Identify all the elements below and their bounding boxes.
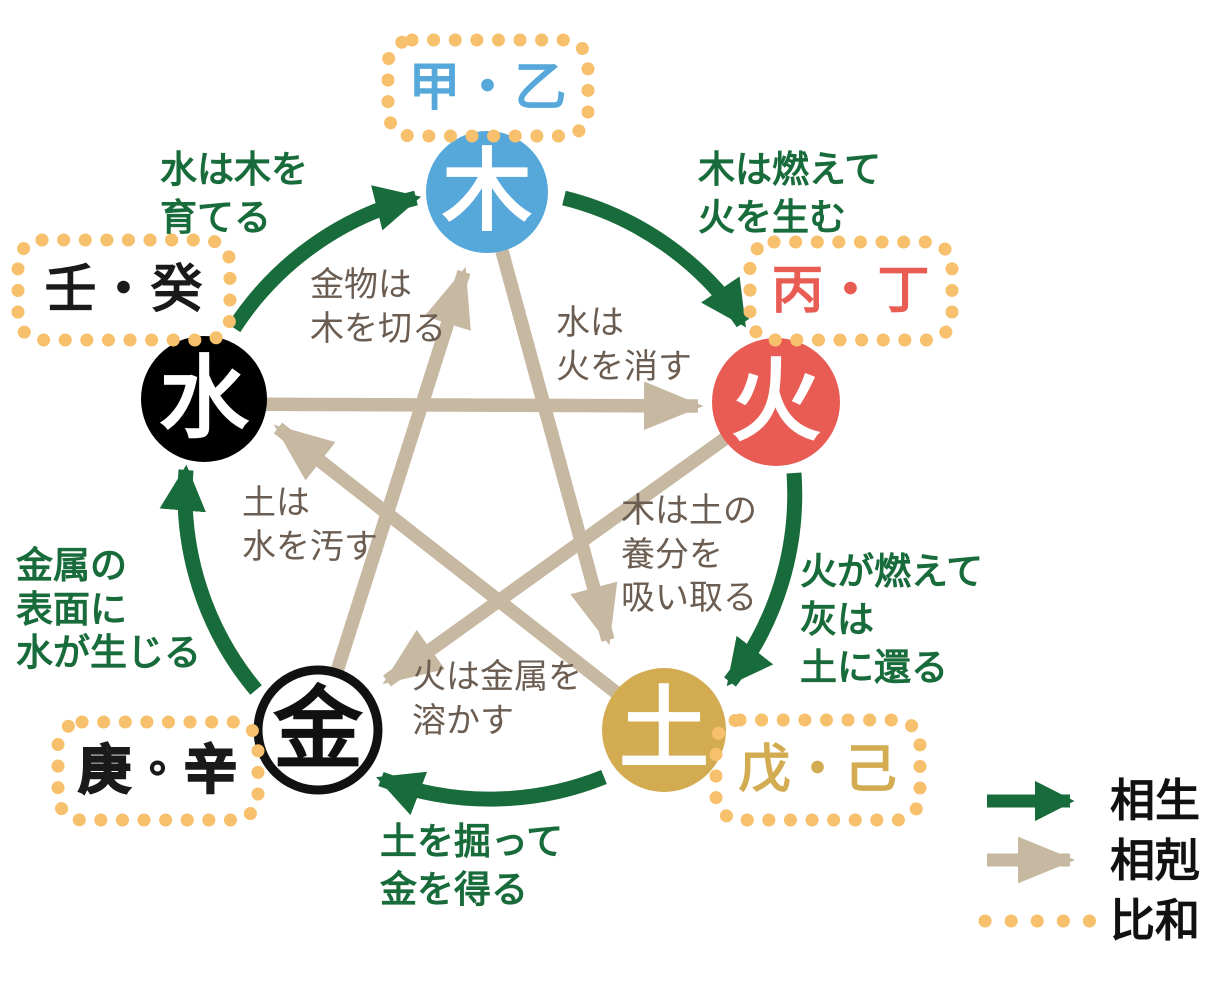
wood-circle bbox=[426, 131, 548, 253]
stem-box-metal bbox=[51, 715, 265, 827]
label-line: 金属の bbox=[16, 544, 127, 587]
sousei-label-water-to-wood: 水は木を 育てる bbox=[160, 146, 308, 242]
soukoku-label-fire-to-metal: 火は金属を 溶かす bbox=[412, 656, 582, 743]
stem-box-fire bbox=[743, 235, 959, 347]
label-line: 溶かす bbox=[412, 700, 514, 741]
legend-arrows bbox=[978, 780, 1099, 928]
sousei-label-wood-to-fire: 木は燃えて 火を生む bbox=[698, 146, 881, 242]
water-node-label: 水 bbox=[159, 346, 249, 451]
label-line: 吸い取る bbox=[621, 578, 757, 619]
label-line: 木は燃えて bbox=[698, 148, 882, 191]
soukoku-arrow-wood-to-earth bbox=[480, 194, 618, 646]
label-line: 土を掘って bbox=[380, 820, 564, 863]
fire-circle bbox=[712, 338, 840, 466]
wood-node-label: 木 bbox=[442, 139, 532, 244]
label-line: 育てる bbox=[160, 196, 271, 240]
legend-soukoku-label: 相剋 bbox=[1110, 834, 1201, 887]
soukoku-arrows bbox=[203, 194, 780, 736]
sousei-label-earth-to-metal: 土を掘って 金を得る bbox=[380, 818, 563, 914]
legend-hiwa-label: 比和 bbox=[1110, 894, 1201, 947]
label-line: 灰は bbox=[800, 598, 874, 642]
stem-label-fire: 丙・丁 bbox=[771, 261, 931, 321]
label-line: 表面に bbox=[16, 587, 127, 631]
soukoku-arrow-fire-to-metal bbox=[382, 396, 780, 687]
sousei-arrow-wood-to-fire bbox=[562, 190, 750, 328]
sousei-arrow-earth-to-metal bbox=[376, 770, 607, 816]
label-line: 金を得る bbox=[380, 868, 528, 912]
label-line: 火が燃えて bbox=[800, 550, 984, 593]
stem-label-wood: 甲・乙 bbox=[408, 58, 568, 118]
label-line: 火を消す bbox=[556, 346, 692, 387]
sousei-label-metal-to-water: 金属の 表面に 水が生じる bbox=[16, 544, 201, 675]
element-circles bbox=[141, 131, 840, 795]
label-line: 養分を bbox=[621, 534, 723, 575]
soukoku-label-metal-to-wood: 金物は 木を切る bbox=[310, 264, 446, 351]
label-line: 水が生じる bbox=[16, 631, 201, 675]
label-line: 土は bbox=[242, 483, 310, 523]
label-line: 火は金属を bbox=[412, 657, 582, 697]
earth-node-label: 土 bbox=[619, 677, 709, 782]
earth-circle bbox=[602, 668, 726, 792]
stem-box-wood bbox=[381, 33, 595, 143]
label-line: 金物は bbox=[310, 265, 412, 305]
soukoku-arrow-earth-to-water bbox=[273, 422, 669, 736]
soukoku-arrow-water-to-fire bbox=[203, 381, 704, 431]
label-line: 木は土の bbox=[621, 491, 757, 531]
fire-node-label: 火 bbox=[731, 349, 821, 454]
stem-label-water: 壬・癸 bbox=[44, 260, 204, 320]
soukoku-label-water-to-fire: 水は 火を消す bbox=[556, 302, 692, 389]
label-line: 土に還る bbox=[800, 646, 948, 690]
soukoku-arrow-metal-to-wood bbox=[311, 266, 471, 734]
sousei-arrow-metal-to-water bbox=[159, 464, 262, 695]
label-line: 火を生む bbox=[698, 196, 846, 240]
label-line: 水は bbox=[556, 303, 624, 343]
label-line: 水は木を bbox=[160, 148, 308, 191]
label-line: 水を汚す bbox=[242, 526, 378, 567]
sousei-arrow-water-to-wood bbox=[227, 185, 422, 333]
soukoku-label-earth-to-water: 土は 水を汚す bbox=[242, 482, 378, 569]
stem-boxes bbox=[11, 33, 959, 827]
label-line: 木を切る bbox=[310, 308, 446, 349]
metal-node-label: 金 bbox=[273, 677, 363, 782]
legend-sousei-label: 相生 bbox=[1110, 774, 1201, 827]
sousei-arrow-fire-to-earth bbox=[724, 472, 803, 687]
stem-box-earth bbox=[709, 713, 927, 827]
water-circle bbox=[141, 336, 267, 462]
stem-box-water bbox=[11, 233, 237, 347]
stem-label-earth: 戊・己 bbox=[738, 740, 898, 800]
sousei-label-fire-to-earth: 火が燃えて 灰は 土に還る bbox=[800, 548, 983, 692]
stem-label-metal: 庚・辛 bbox=[77, 741, 238, 801]
sousei-arrows bbox=[159, 185, 803, 816]
soukoku-label-wood-to-earth: 木は土の 養分を 吸い取る bbox=[621, 490, 757, 621]
